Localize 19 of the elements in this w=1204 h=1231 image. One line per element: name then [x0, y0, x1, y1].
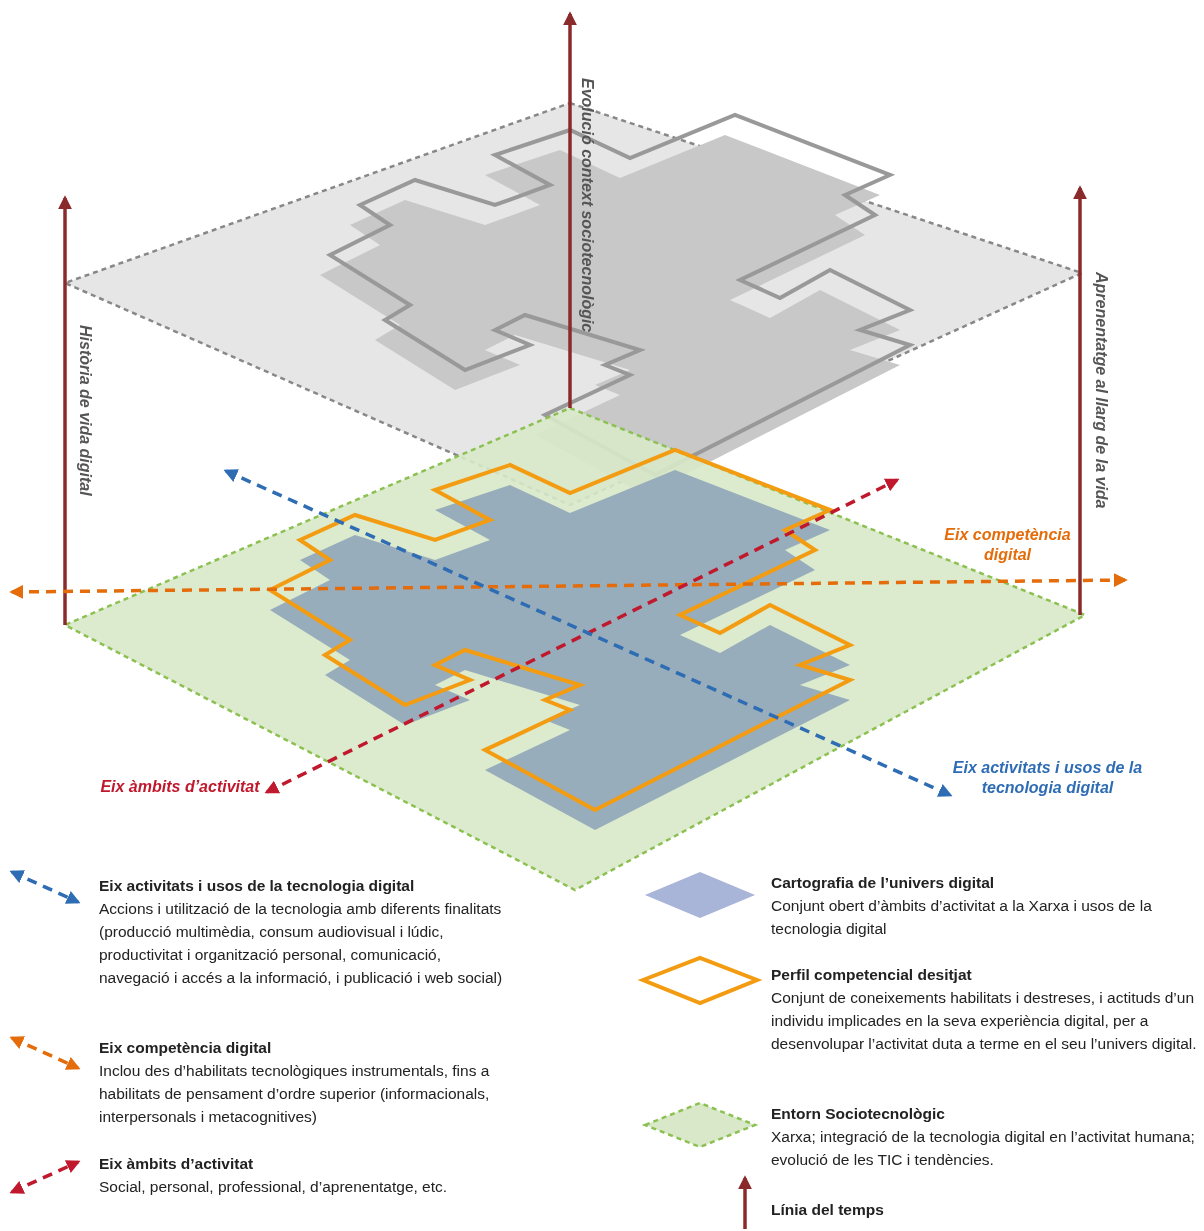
- legend-heading: Eix àmbits d’activitat: [99, 1154, 255, 1174]
- legend-description: Inclou des d’habilitats tecnològiques instrumentals, fins a habilitats de pensament d’ordre superior (informacionals, interpersonals i metacognitives): [99, 1061, 491, 1127]
- legend-heading: Línia del temps: [771, 1200, 885, 1220]
- legend-heading: Eix competència digital: [99, 1038, 273, 1058]
- legend-description: Conjunt de coneixements habilitats i destreses, i actituds d’un individu implicades en la seva experiència digital, per a desenvolupar l’activitat duta a terme en el seu l’univers digital.: [771, 988, 1198, 1054]
- legend-heading: Eix activitats i usos de la tecnologia digital: [99, 876, 416, 896]
- axis-label: Aprenentatge al llarg de la vida: [1092, 272, 1110, 509]
- axis-label: Eix àmbits d’activitat: [99, 777, 261, 797]
- legend-description: Conjunt obert d’àmbits d’activitat a la Xarxa i usos de la tecnologia digital: [771, 896, 1153, 939]
- axis-label: Història de vida digital: [76, 325, 94, 496]
- axis-label: Evolució context sociotecnològic: [578, 78, 596, 333]
- axis-label: Eix activitats i usos de la tecnologia digital: [951, 758, 1144, 798]
- legend-description: Accions i utilització de la tecnologia amb diferents finalitats (producció multimèdia, consum audiovisual i lúdic, productivitat i organització personal, comunicació, navegació i accés a la informació, i publicació i web social): [99, 899, 504, 988]
- legend-description: Social, personal, professional, d’aprenentatge, etc.: [99, 1177, 449, 1197]
- axis-label: Eix competència digital: [943, 525, 1072, 565]
- legend-description: Xarxa; integració de la tecnologia digital en l’activitat humana; evolució de les TIC i tendències.: [771, 1127, 1196, 1170]
- legend-heading: Cartografia de l’univers digital: [771, 873, 996, 893]
- legend-heading: Perfil competencial desitjat: [771, 965, 973, 985]
- legend-heading: Entorn Sociotecnològic: [771, 1104, 946, 1124]
